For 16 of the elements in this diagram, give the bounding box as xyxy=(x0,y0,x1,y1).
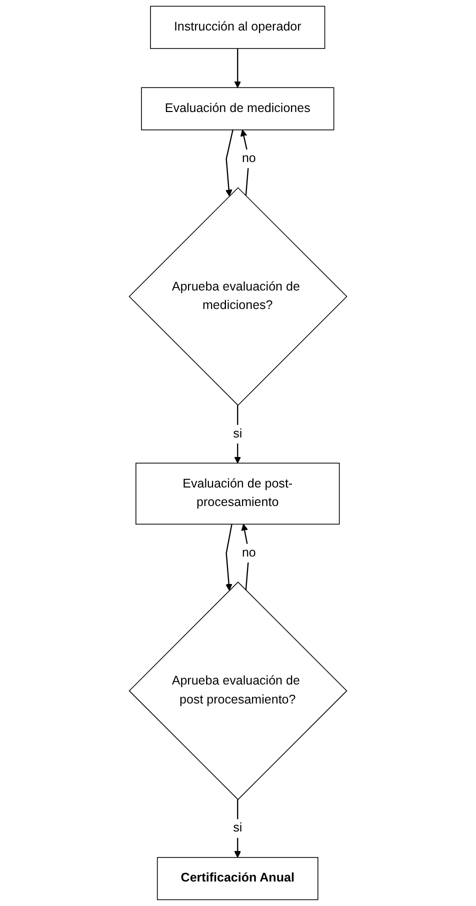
arrow xyxy=(234,48,242,88)
edge-label: si xyxy=(233,427,242,440)
node-box: Evaluación de mediciones xyxy=(141,87,334,130)
arrow xyxy=(241,524,250,590)
node-box: Evaluación de post-procesamiento xyxy=(136,462,340,525)
arrow xyxy=(225,130,234,196)
arrow xyxy=(225,524,232,591)
edge-label: no xyxy=(242,546,256,560)
arrow xyxy=(240,130,250,196)
edge-label: si xyxy=(233,821,242,835)
node-box: Certificación Anual xyxy=(156,857,318,900)
node-diamond: Aprueba evaluación de mediciones? xyxy=(128,187,348,406)
node-box: Instrucción al operador xyxy=(150,6,326,49)
edge-label: no xyxy=(242,152,256,166)
arrow xyxy=(234,405,242,464)
node-diamond: Aprueba evaluación de post procesamiento? xyxy=(128,582,348,800)
